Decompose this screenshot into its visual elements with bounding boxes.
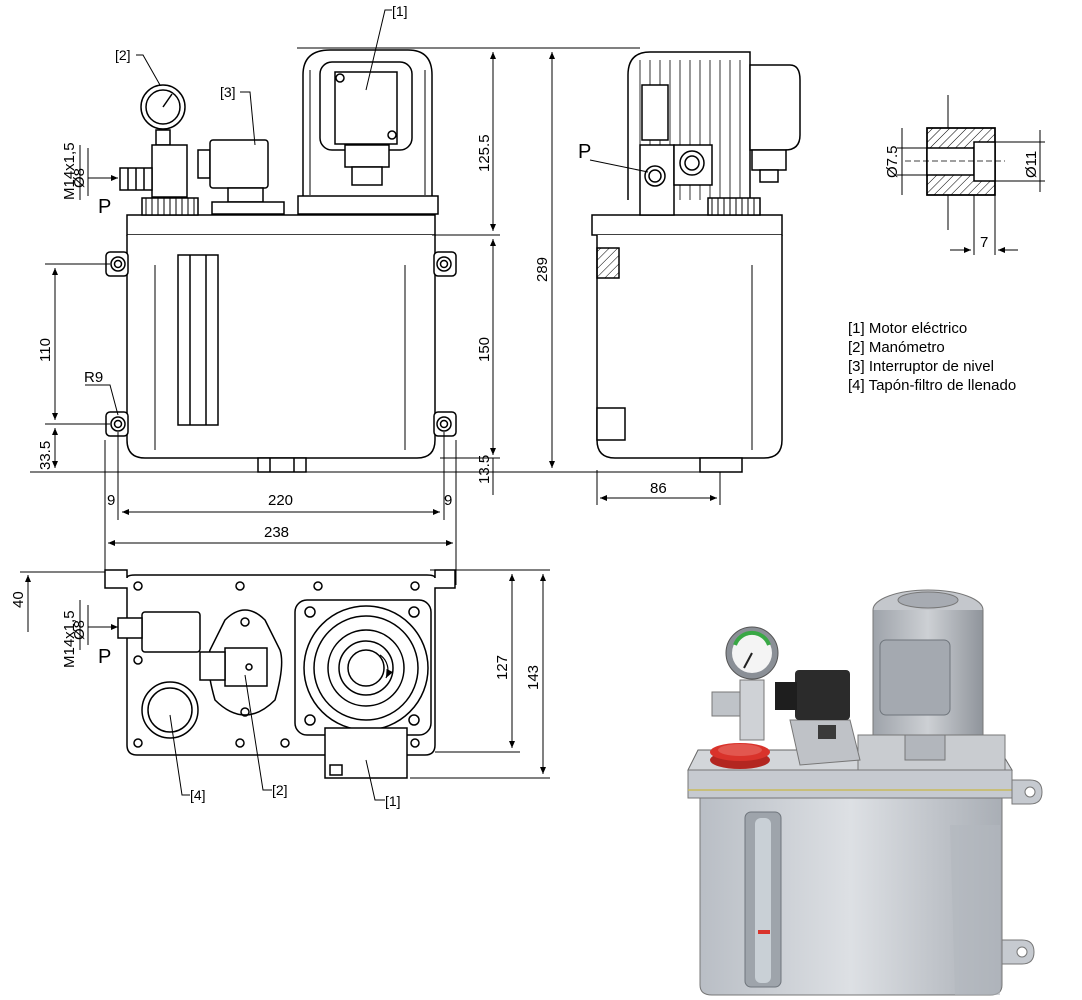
dim-edge-left: 9: [107, 492, 115, 509]
port-thread-label-top: M14x1,5: [61, 610, 78, 668]
dim-edge-right: 9: [444, 492, 452, 509]
dim-detail-d1: Ø7.5: [884, 145, 901, 178]
dim-top-offset: 40: [10, 591, 27, 608]
legend-item-filler-cap: [4] Tapón-filtro de llenado: [848, 377, 1017, 394]
drawing-text: [1] [2] [3] [4] [2] [1] M14x1,5 Ø8 P M14…: [10, 3, 1040, 809]
pressure-gauge: [119, 84, 188, 198]
port-thread-label: M14x1,5: [61, 142, 78, 200]
legend-item-motor: [1] Motor eléctrico: [848, 320, 968, 337]
callout-3-top: [3]: [220, 84, 236, 100]
tank-top-band: [126, 214, 436, 236]
dim-hole-spacing-h: 220: [268, 492, 293, 509]
level-window: [177, 254, 219, 426]
top-view: [104, 569, 456, 779]
lug-bottom-left: [105, 411, 129, 437]
callout-4-bottom: [4]: [190, 787, 206, 803]
dim-detail-depth: 7: [980, 234, 988, 251]
port-letter-side: P: [578, 141, 591, 163]
side-view: [589, 51, 801, 473]
legend-item-level-switch: [3] Interruptor de nivel: [848, 358, 994, 375]
tank-body: [126, 235, 436, 459]
dimension-lines: [20, 9, 1045, 801]
product-render: [687, 589, 1043, 996]
level-switch: [197, 139, 285, 215]
port-diameter-label-top: Ø8: [71, 620, 88, 640]
dim-bottom-offset: 13.5: [476, 455, 493, 484]
callout-1-top: [1]: [392, 3, 408, 19]
lug-bottom-right: [433, 411, 457, 437]
dim-tank-height: 150: [476, 337, 493, 362]
port-letter-top: P: [98, 646, 111, 668]
dim-side-depth: 86: [650, 480, 667, 497]
dim-total-width: 238: [264, 524, 289, 541]
dim-hole-spacing-v: 110: [37, 338, 54, 362]
dim-top-depth-total: 143: [525, 665, 542, 690]
front-view: [105, 49, 457, 473]
port-letter-front: P: [98, 196, 111, 218]
callout-2-bottom: [2]: [272, 782, 288, 798]
dim-top-depth-inner: 127: [494, 655, 511, 680]
drain-plug: [257, 457, 307, 473]
detail-section: [905, 95, 1005, 230]
dim-total-height: 289: [534, 257, 551, 282]
dim-motor-height: 125.5: [476, 134, 493, 172]
dim-bottom-hole-offset: 33.5: [37, 441, 54, 470]
port-diameter-label: Ø8: [71, 168, 88, 188]
callout-1-bottom: [1]: [385, 793, 401, 809]
parts-legend: [1] Motor eléctrico [2] Manómetro [3] In…: [848, 319, 1016, 395]
lug-top-right: [433, 251, 457, 277]
legend-item-gauge: [2] Manómetro: [848, 339, 945, 356]
lug-top-left: [105, 251, 129, 277]
dim-fillet-radius: R9: [84, 369, 103, 386]
callout-2-top: [2]: [115, 47, 131, 63]
dim-detail-d2: Ø11: [1023, 151, 1040, 178]
